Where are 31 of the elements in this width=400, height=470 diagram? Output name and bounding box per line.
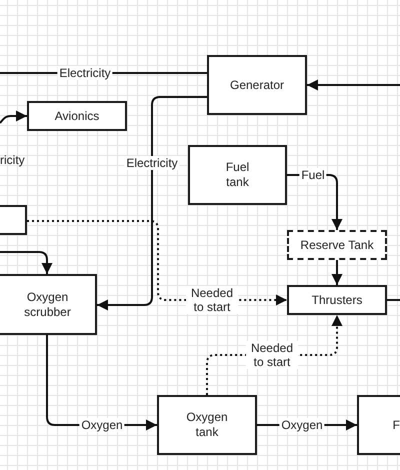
box-label: Oxygen tank [185,410,229,440]
process-box [287,230,387,260]
edge-label: Needed to start [246,341,298,369]
arrow [97,96,207,310]
connector-line [387,299,400,301]
box-label: F [392,418,400,432]
edge-label: Electricity [124,156,180,170]
box-label: Oxygen scrubber [23,290,72,320]
box-label: Avionics [54,108,100,124]
box-label: Fuel tank [224,160,250,190]
process-box [0,205,27,235]
arrow [332,260,342,285]
arrow [307,80,400,90]
edge-label: Oxygen [79,418,125,432]
box-label: Thrusters [312,292,362,308]
edge-label: Fuel [299,168,327,182]
box-label: Generator [230,78,284,92]
edge-label: Electricity [57,66,113,80]
process-box [357,395,400,455]
process-box [27,101,127,131]
process-box [157,395,257,455]
edge-label: Oxygen [279,418,325,432]
process-box [207,55,307,115]
arrow [0,110,27,124]
edge-label: Needed to start [186,286,238,314]
box-label: Reserve Tank [300,238,374,252]
process-box [0,274,97,335]
process-box [287,285,387,315]
text-label: ricity [0,153,25,167]
arrow [0,251,52,274]
process-box [188,145,287,205]
